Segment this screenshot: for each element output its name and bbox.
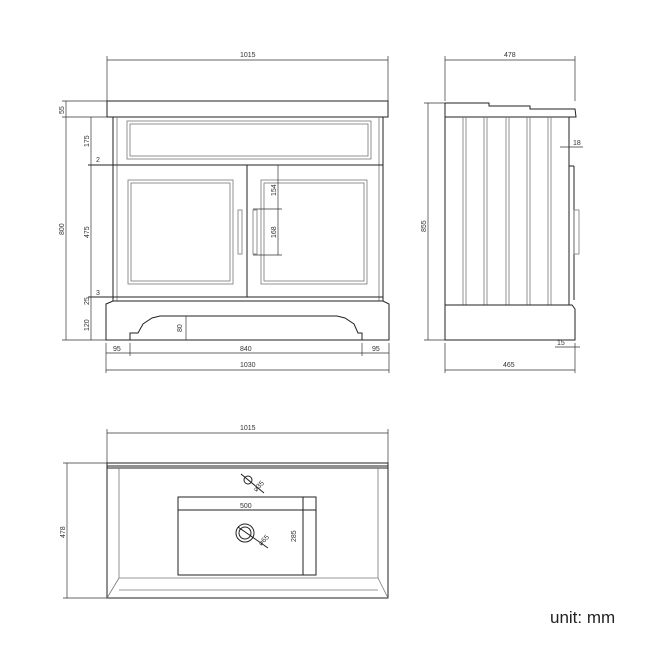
dim-width-bottom: 1030	[240, 362, 256, 369]
dim-handle-offset: 154	[271, 184, 278, 196]
dim-plinth-height: 120	[84, 319, 91, 331]
tap-hole	[243, 475, 253, 485]
dim-basin-width: 500	[240, 503, 252, 510]
dim-basin-depth: 285	[291, 530, 298, 542]
worktop	[106, 100, 389, 118]
cabinet-body	[112, 116, 384, 302]
front-view: 1015 154 168 80 55 800 175 475 25 120 2 …	[59, 52, 390, 373]
dim-kick-height: 25	[84, 297, 91, 305]
dim-drawer-height: 175	[84, 135, 91, 147]
side-view: 478 855 18 15 465	[421, 52, 583, 373]
dim-top-width: 1015	[240, 425, 256, 432]
drawer-panel	[126, 120, 372, 160]
right-handle	[252, 209, 258, 255]
side-handle	[573, 209, 580, 255]
waste-hole	[235, 523, 255, 543]
dim-top-depth: 478	[60, 526, 67, 538]
dim-gap-bottom: 3	[96, 290, 100, 297]
dim-plinth-center: 840	[240, 346, 252, 353]
dim-width-top: 1015	[240, 52, 256, 59]
plinth	[105, 300, 390, 341]
side-plinth	[444, 304, 576, 341]
dim-waste-hole: ⌀65	[257, 534, 271, 548]
side-panel	[444, 116, 570, 306]
dim-plinth-cutout: 80	[177, 324, 184, 332]
dim-plinth-left: 95	[113, 346, 121, 353]
dim-plinth-right: 95	[372, 346, 380, 353]
dim-gap-top: 2	[96, 157, 100, 164]
dim-door-thickness: 18	[573, 140, 581, 147]
dim-side-depth-bottom: 465	[503, 362, 515, 369]
right-door-panel	[260, 179, 368, 285]
dim-total-height: 855	[421, 220, 428, 232]
top-view: 1015 500 285 ⌀35 ⌀65 478	[60, 425, 389, 599]
left-handle	[237, 209, 243, 255]
side-worktop	[444, 102, 577, 118]
top-outline	[106, 462, 389, 599]
unit-label: unit: mm	[550, 608, 616, 627]
dim-worktop-height: 55	[59, 106, 66, 114]
dim-door-height: 475	[84, 226, 91, 238]
dim-handle-length: 168	[271, 226, 278, 238]
dim-plinth-inset: 15	[557, 340, 565, 347]
dim-body-height: 800	[59, 223, 66, 235]
basin	[177, 496, 317, 576]
dim-tap-hole: ⌀35	[252, 480, 266, 494]
dim-side-depth-top: 478	[504, 52, 516, 59]
left-door-panel	[127, 179, 234, 285]
